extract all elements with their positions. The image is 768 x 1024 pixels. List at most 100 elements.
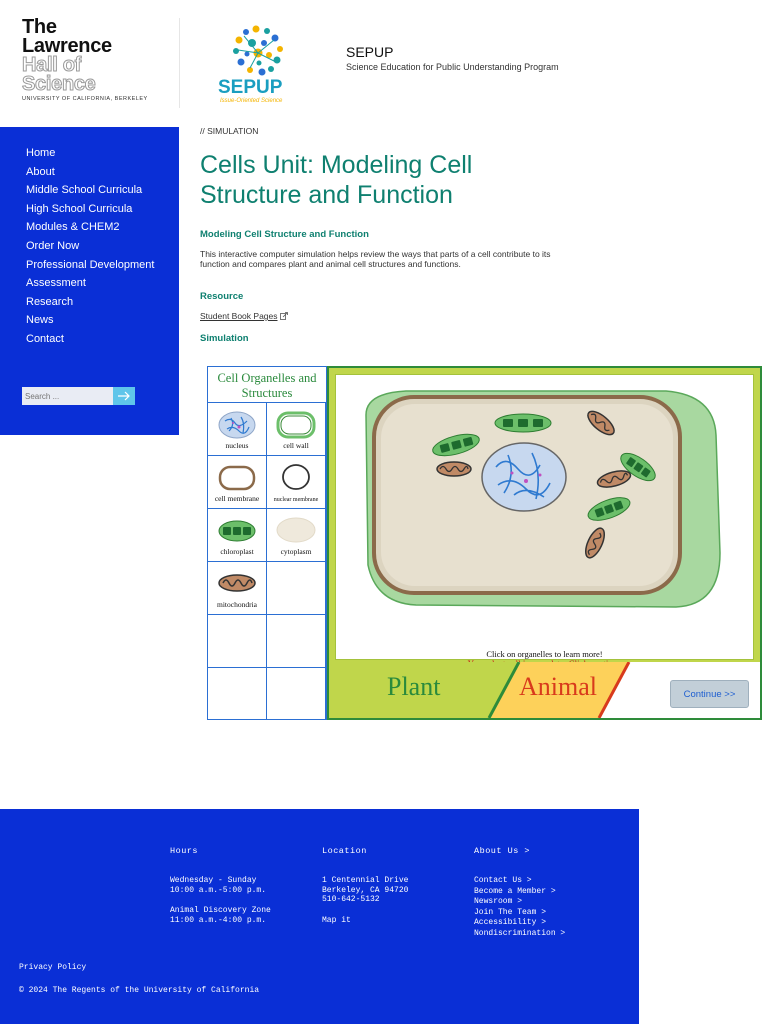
footer-link-newsroom[interactable]: Newsroom > (474, 897, 523, 906)
breadcrumb: // SIMULATION (200, 126, 259, 136)
organelle-slot-empty (208, 615, 267, 668)
organelle-slot-empty (208, 668, 267, 720)
organelle-slot-empty (267, 615, 326, 668)
mitochondria-shape[interactable] (584, 407, 618, 438)
cell-stage: Click on organelles to learn more! Your … (327, 366, 762, 720)
cell-simulation: Cell Organelles and Structures nucleus c… (207, 366, 762, 720)
footer-link-member[interactable]: Become a Member > (474, 886, 556, 896)
logo-tagline: UNIVERSITY OF CALIFORNIA, BERKELEY (22, 96, 148, 102)
footer-hours-heading: Hours (170, 846, 199, 856)
tab-plant-shape (329, 662, 519, 718)
copyright: © 2024 The Regents of the University of … (19, 986, 260, 995)
footer-location-heading: Location (322, 846, 367, 856)
organelle-cytoplasm[interactable]: cytoplasm (267, 509, 326, 562)
mitochondria-shape[interactable] (436, 461, 472, 477)
tab-animal[interactable]: Animal (519, 672, 597, 701)
footer-about-heading[interactable]: About Us > (474, 846, 531, 856)
section-heading-simulation: Simulation (200, 333, 249, 344)
nav-item-modules[interactable]: Modules & CHEM2 (26, 221, 120, 234)
nav-item-research[interactable]: Research (26, 295, 74, 308)
nav-item-professional-development[interactable]: Professional Development (26, 258, 155, 271)
plant-cell-diagram (365, 390, 721, 608)
sepup-title: SEPUP (346, 44, 394, 60)
footer-address-line: Berkeley, CA 94720 (322, 885, 409, 895)
mitochondria-icon (218, 574, 256, 592)
footer-link-contact[interactable]: Contact Us > (474, 876, 532, 885)
footer-link-accessibility[interactable]: Accessibility > (474, 918, 547, 927)
organelle-label-cell-membrane: cell membrane (214, 494, 260, 503)
chloroplast-icon (218, 520, 256, 542)
organelle-label-cell-wall: cell wall (283, 441, 309, 450)
simulation-prompt: Click on organelles to learn more! (486, 649, 603, 659)
student-book-pages-label: Student Book Pages (200, 311, 278, 321)
organelle-label-chloroplast: chloroplast (220, 547, 254, 556)
page-title: Cells Unit: Modeling Cell Structure and … (200, 151, 473, 209)
tab-animal-shape (489, 662, 629, 718)
organelle-chloroplast[interactable]: chloroplast (208, 509, 267, 562)
nav-item-assessment[interactable]: Assessment (26, 277, 86, 290)
chloroplast-shape[interactable] (585, 493, 633, 525)
continue-button[interactable]: Continue >> (670, 680, 749, 708)
footer-hours-line: Wednesday - Sunday (170, 876, 257, 885)
chloroplast-shape[interactable] (616, 448, 659, 486)
privacy-policy-link[interactable]: Privacy Policy (19, 963, 87, 972)
nav-item-about[interactable]: About (26, 165, 55, 178)
footer-phone: 510-642-5132 (322, 895, 380, 904)
chloroplast-shape[interactable] (430, 430, 481, 460)
lawrence-hall-logo[interactable]: The Lawrence Hall of Science UNIVERSITY … (22, 17, 172, 102)
nucleus-shape[interactable] (481, 442, 567, 512)
mitochondria-shape[interactable] (596, 468, 632, 490)
cell-canvas: Click on organelles to learn more! Your … (335, 374, 754, 669)
logo-line-2: Lawrence (22, 35, 112, 57)
search-form (22, 387, 135, 405)
sepup-logo-text: SEPUP (218, 77, 283, 98)
tab-plant[interactable]: Plant (387, 672, 441, 701)
nav-item-contact[interactable]: Contact (26, 332, 64, 345)
footer-hours: Hours Wednesday - Sunday 10:00 a.m.-5:00… (170, 846, 271, 925)
sepup-logo-graphic: SEPUP Issue-Oriented Science (218, 24, 284, 104)
header-divider (179, 18, 180, 108)
organelle-nucleus[interactable]: nucleus (208, 403, 267, 456)
organelle-palette: Cell Organelles and Structures nucleus c… (207, 366, 327, 720)
mitochondria-shape[interactable] (582, 526, 608, 561)
nav-item-high-school[interactable]: High School Curricula (26, 202, 133, 215)
section-heading-modeling: Modeling Cell Structure and Function (200, 229, 369, 240)
arrow-right-icon (118, 391, 130, 401)
cytoplasm-icon (276, 517, 316, 543)
organelle-cell-wall[interactable]: cell wall (267, 403, 326, 456)
footer-hours-line: Animal Discovery Zone (170, 906, 271, 915)
page-description: This interactive computer simulation hel… (200, 249, 551, 269)
footer-link-team[interactable]: Join The Team > (474, 907, 547, 917)
footer-hours-line: 10:00 a.m.-5:00 p.m. (170, 885, 267, 895)
chloroplast-shape[interactable] (494, 413, 552, 433)
footer-map-link[interactable]: Map it (322, 915, 351, 925)
site-footer: Hours Wednesday - Sunday 10:00 a.m.-5:00… (0, 809, 639, 1024)
footer-hours-line: 11:00 a.m.-4:00 p.m. (170, 915, 267, 925)
sepup-logo[interactable]: SEPUP Issue-Oriented Science (214, 20, 304, 108)
nav-item-news[interactable]: News (26, 314, 54, 327)
nucleus-icon (218, 411, 256, 439)
search-input[interactable] (22, 387, 113, 405)
section-heading-resource: Resource (200, 291, 244, 302)
nav-item-middle-school[interactable]: Middle School Curricula (26, 184, 143, 197)
organelle-cell-membrane[interactable]: cell membrane (208, 456, 267, 509)
sidebar-nav: Home About Middle School Curricula High … (26, 147, 166, 352)
nav-item-order[interactable]: Order Now (26, 239, 80, 252)
organelle-slot-empty (267, 562, 326, 615)
organelle-nuclear-membrane[interactable]: nuclear membrane (267, 456, 326, 509)
organelle-label-mitochondria: mitochondria (217, 600, 257, 609)
footer-link-nondiscrimination[interactable]: Nondiscrimination > (474, 928, 566, 938)
organelle-mitochondria[interactable]: mitochondria (208, 562, 267, 615)
sidebar: Home About Middle School Curricula High … (0, 127, 179, 435)
palette-title: Cell Organelles and Structures (208, 367, 326, 403)
search-submit-button[interactable] (113, 387, 135, 405)
footer-location: Location 1 Centennial Drive Berkeley, CA… (322, 846, 408, 925)
student-book-pages-link[interactable]: Student Book Pages (200, 311, 288, 321)
organelle-label-nuclear-membrane: nuclear membrane (273, 497, 319, 503)
footer-about: About Us > Contact Us > Become a Member … (474, 846, 565, 939)
organelle-label-nucleus: nucleus (225, 441, 249, 450)
sepup-subtitle: Science Education for Public Understandi… (346, 62, 559, 72)
cell-wall-icon (276, 411, 316, 439)
nuclear-membrane-icon (282, 464, 310, 490)
nav-item-home[interactable]: Home (26, 147, 56, 159)
